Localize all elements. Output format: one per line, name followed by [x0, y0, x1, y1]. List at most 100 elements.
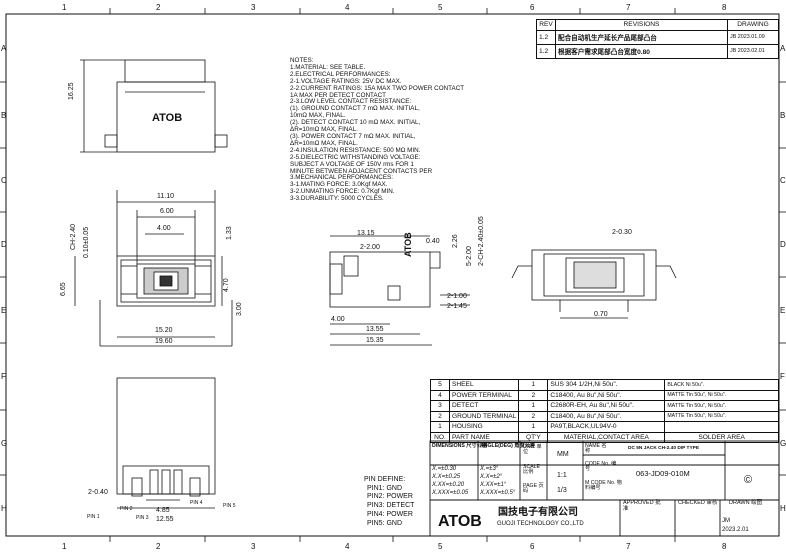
- dim-label: 12.55: [156, 516, 174, 523]
- dim-label: 4.70: [223, 278, 230, 292]
- note-line: (2). DETECT CONTACT 10 mΩ MAX. INITIAL,: [290, 119, 421, 127]
- note-line: 2-5.DIELECTRIC WITHSTANDING VOLTAGE:: [290, 153, 421, 161]
- bom-no: 4: [430, 389, 450, 401]
- dim-label: 11.10: [157, 193, 174, 200]
- name-label: NAME 名称: [585, 443, 607, 455]
- mcode-label: M CODE No. 物料编号: [585, 480, 622, 492]
- pin-label: PIN 5: [223, 503, 236, 509]
- drawn-label: DRAWN 绘图: [729, 500, 763, 506]
- angle-tolerance: X.XXX=±0.5°: [480, 490, 516, 496]
- bom-material: SUS 304 1/2H,Ni 50u".: [547, 379, 666, 391]
- note-line: SUBJECT A VOLTAGE OF 150V rms FOR 1: [290, 160, 414, 168]
- note-line: (1). GROUND CONTACT 7 mΩ MAX. INITIAL,: [290, 105, 420, 113]
- note-line: 1A MAX PER DETECT CONTACT: [290, 91, 386, 99]
- bom-qty: 2: [518, 389, 549, 401]
- pin-label: PIN 2: [120, 506, 133, 512]
- dim-label: 2-0.40: [88, 489, 108, 496]
- note-line: 2-4.INSULATION RESISTANCE: 500 MΩ MIN.: [290, 146, 421, 154]
- pin-define-item: PIN3: DETECT: [367, 502, 415, 509]
- dim-label: 0.10±0.05: [83, 226, 90, 258]
- notes-block: NOTES: 1.MATERIAL: SEE TABLE. 2.ELECTRIC…: [290, 57, 464, 203]
- dim-label: 5-2.00: [466, 246, 473, 266]
- bom-solder: [664, 421, 779, 433]
- bom-material: C2680R-EH, Au 8u",Ni 50u".: [547, 400, 666, 412]
- page-label: PAGE 页码: [523, 483, 544, 495]
- bom-qty: 1: [518, 400, 549, 412]
- front-view: [74, 190, 233, 347]
- dim-label: 2-CH-2.40±0.05: [478, 216, 485, 266]
- dim-label: 1.33: [226, 226, 233, 240]
- angle-tolerance: X.X=±2°: [480, 474, 503, 480]
- dim-label: 3.00: [236, 302, 243, 316]
- bom-header-material: MATERIAL,CONTACT AREA: [547, 431, 666, 443]
- note-line: 1.MATERIAL: SEE TABLE.: [290, 63, 366, 71]
- dim-label: 15.20: [155, 327, 173, 334]
- note-line: 2.ELECTRICAL PERFORMANCES:: [290, 70, 391, 78]
- row-label: F: [780, 372, 785, 381]
- side-view: [329, 235, 470, 346]
- note-line: 3-2.UNMATING FORCE: 0.7Kgf MIN.: [290, 188, 395, 196]
- bom-qty: 2: [518, 410, 549, 422]
- row-label: A: [1, 44, 7, 53]
- unit-value: MM: [557, 451, 569, 458]
- col-label: 4: [345, 3, 350, 12]
- copyright-mark: ©: [744, 474, 753, 486]
- note-line: (3). POWER CONTACT 7 mΩ MAX. INITIAL,: [290, 132, 416, 140]
- bom-no: 2: [430, 410, 450, 422]
- rev-cell: 1.2: [536, 43, 556, 59]
- bom-part: HOUSING: [448, 421, 520, 433]
- rev-drawing: JB 2023.01.09: [727, 29, 779, 45]
- rev-cell: 1.2: [536, 29, 556, 45]
- pin-define-title: PIN DEFINE:: [364, 476, 406, 483]
- drawing-header: DRAWING: [727, 19, 779, 31]
- bom-material: PA9T,BLACK,UL94V-0: [547, 421, 666, 433]
- note-line: MINUTE BETWEEN ADJACENT CONTACTS PER: [290, 167, 433, 175]
- angle-tolerance: X.XX=±1°: [480, 482, 507, 488]
- bom-qty: 1: [518, 421, 549, 433]
- col-label: 2: [156, 542, 161, 551]
- bom-no: 3: [430, 400, 450, 412]
- col-label: 8: [722, 3, 727, 12]
- row-label: B: [780, 111, 786, 120]
- dim-label: 2.26: [452, 234, 459, 248]
- row-label: G: [1, 439, 8, 448]
- angle-tolerance: X.=±3°: [480, 466, 499, 472]
- dim-label: 6.65: [60, 282, 67, 296]
- rev-desc: 根据客户需求尾部凸台宽度0.80: [555, 43, 728, 59]
- page-value: 1/3: [557, 487, 567, 494]
- row-label: E: [1, 306, 7, 315]
- col-label: 1: [62, 542, 67, 551]
- bom-solder: BLACK Ni 50u".: [664, 379, 779, 391]
- bom-material: C18400, Au 8u",Ni 50u".: [547, 410, 666, 422]
- pin-define-item: PIN1: GND: [367, 485, 403, 492]
- col-label: 6: [530, 542, 535, 551]
- bottom-view: [116, 377, 216, 509]
- drawn-date: 2023.2.01: [722, 527, 749, 533]
- note-line: ΔR=10mΩ MAX, FINAL.: [290, 139, 358, 147]
- dim-label: 19.60: [155, 338, 173, 345]
- row-label: G: [780, 439, 786, 448]
- rev-desc: 配合自动机生产延长产品尾部凸台: [555, 29, 728, 45]
- approved-label: APPROVED 批准: [623, 500, 661, 512]
- side-view-brand: ATOB: [403, 232, 413, 257]
- col-label: 6: [530, 3, 535, 12]
- dim-label: 2-2.00: [360, 244, 380, 251]
- revisions-table: REV REVISIONS DRAWING 1.2 配合自动机生产延长产品尾部凸…: [536, 19, 779, 59]
- bom-header-part: PART NAME: [448, 431, 520, 443]
- revisions-header: REVISIONS: [555, 19, 728, 31]
- dim-label: 4.00: [157, 225, 171, 232]
- dim-label: 2-1.00: [447, 293, 467, 300]
- row-label: D: [1, 240, 7, 249]
- col-label: 8: [722, 542, 727, 551]
- row-label: E: [780, 306, 786, 315]
- name-value: DC 5N JACK CH-2.40 DIP TYPE: [628, 446, 700, 451]
- row-label: H: [780, 504, 786, 513]
- company-brand: ATOB: [438, 513, 482, 530]
- bom-part: SHEEL: [448, 379, 520, 391]
- tolerance: X.XXX=±0.05: [432, 490, 469, 496]
- pin-label: PIN 4: [190, 500, 203, 506]
- code-value: 063-JD09-010M: [636, 469, 690, 478]
- tolerance: X.X=±0.25: [432, 474, 461, 480]
- row-label: C: [1, 176, 7, 185]
- pin-define-item: PIN5: GND: [367, 520, 403, 527]
